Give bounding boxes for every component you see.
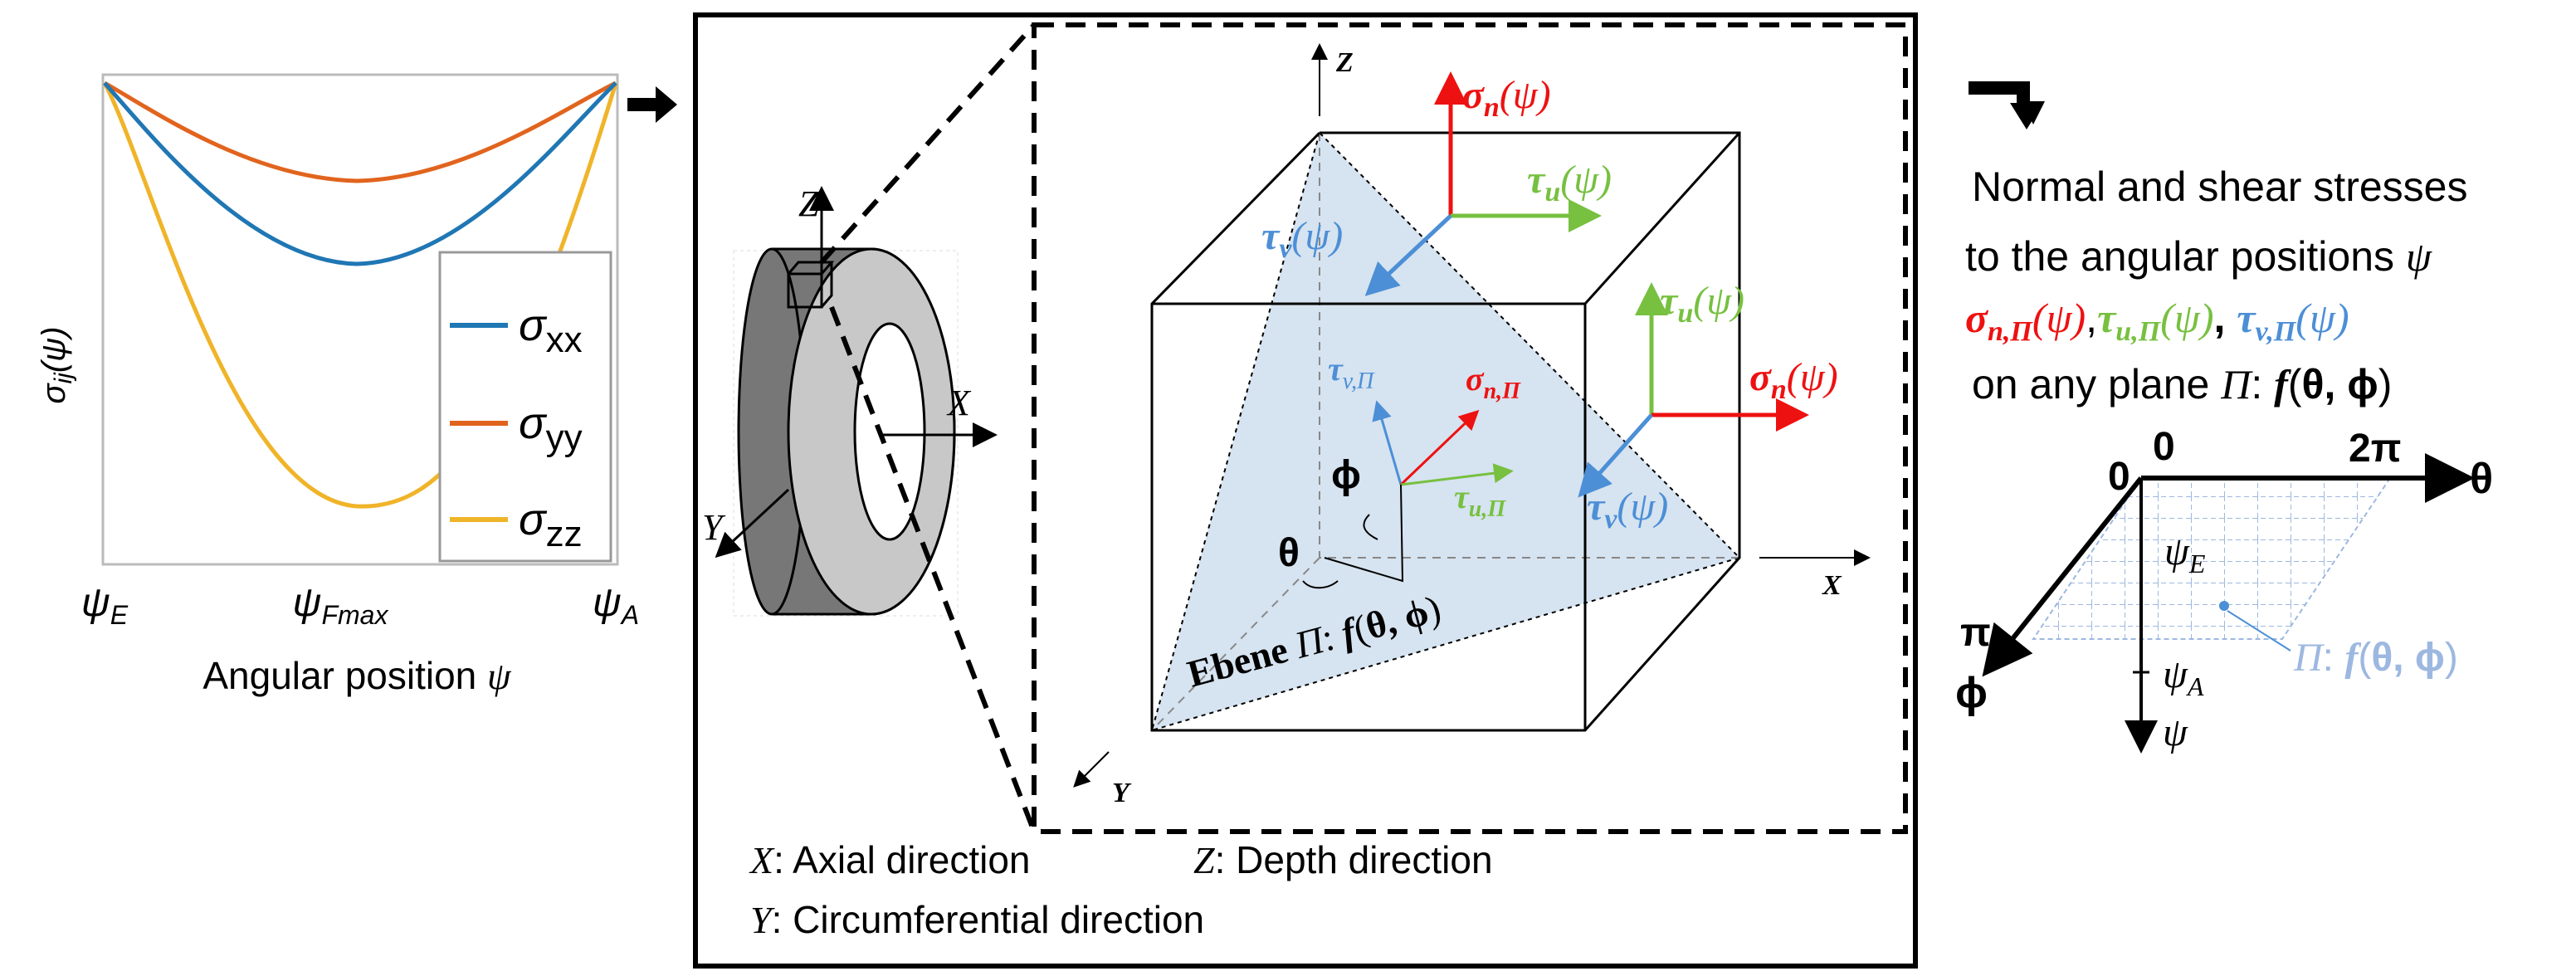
theta-axis-label: θ [2470, 455, 2493, 503]
sigma-n-top-label: σn(ψ) [1462, 73, 1551, 123]
cutting-plane [1150, 131, 1741, 732]
tau-v-plane-label: τv,Π [1328, 350, 1375, 394]
cube-diagram: Z X Y σn(ψ) τu(ψ) τv(ψ) τu(ψ) σn(ψ) τv(ψ… [1073, 43, 1871, 808]
sigma-n-plane-arrow [1399, 409, 1480, 486]
ring-axis-x-label: X [946, 383, 972, 423]
ring-axis-y-label: Y [702, 507, 726, 548]
tau-u-plane-arrow [1400, 463, 1514, 486]
sigma-n-side-label: σn(ψ) [1749, 355, 1838, 405]
angle-grid [2032, 477, 2392, 640]
right-arrow-icon [627, 86, 677, 123]
plane-point-leader [2227, 610, 2291, 651]
origin-zero-top: 0 [2153, 425, 2175, 469]
chart-ylabel: σij(ψ) [36, 326, 77, 403]
right-line-4: on any plane Π: f(θ, ϕ) [1972, 361, 2392, 407]
tau-v-side-label: τv(ψ) [1587, 485, 1668, 534]
plane-point-icon [2219, 601, 2229, 611]
pi-label: π [1960, 611, 1991, 655]
tau-v-side-arrow [1578, 413, 1653, 498]
angle-plane-label: Π: f(θ, ϕ) [2293, 636, 2458, 680]
xtick-psi-a: ψA [593, 581, 639, 630]
right-line-1: Normal and shear stresses [1972, 163, 2467, 210]
tau-v-top-arrow [1364, 214, 1452, 296]
ring-axis-y-arrow [715, 488, 790, 559]
phi-axis-arrow [1982, 476, 2144, 677]
chart-legend-box [438, 251, 612, 563]
two-pi-label: 2π [2349, 427, 2401, 471]
cube-axis-y-label: Y [1112, 778, 1132, 808]
ring-axis-z-label: Z [798, 183, 819, 224]
tau-v-plane-arrow [1372, 400, 1403, 486]
tau-u-top-label: τu(ψ) [1527, 158, 1612, 207]
cube-axis-x-label: X [1822, 570, 1842, 601]
cube-axis-z-label: Z [1335, 47, 1354, 78]
theta-angle-label: θ [1278, 531, 1300, 575]
xtick-psi-e: ψE [81, 581, 129, 630]
right-line-2: to the angular positions ψ [1965, 233, 2432, 280]
ring-illustration: Z X Y [702, 183, 998, 617]
psi-axis-label: ψ [2163, 710, 2188, 754]
phi-axis-label: ϕ [1955, 669, 1988, 717]
tau-u-plane-label: τu,Π [1454, 478, 1506, 522]
curve-sigma-xx [103, 81, 617, 266]
tau-v-top-label: τv(ψ) [1261, 214, 1343, 264]
cube-axis-y-arrow [1073, 751, 1110, 788]
middle-panel-frame [693, 12, 1918, 969]
zoom-line-top [819, 22, 1037, 265]
chart-xlabel: Angular position ψ [202, 654, 512, 697]
tau-u-side-label: τu(ψ) [1660, 279, 1744, 329]
stress-chart: σxx σyy σzz σij(ψ) ψE ψFmax ψA Angular p… [36, 73, 639, 697]
origin-zero-left: 0 [2108, 455, 2130, 499]
circumferential-direction-text: Y: Circumferential direction [750, 898, 1204, 941]
zoom-frame [1032, 22, 1908, 834]
sigma-n-plane-label: σn,Π [1466, 360, 1521, 404]
angle-space-diagram: 0 0 2π θ π ϕ ψE ψA ψ Π: f(θ, ϕ) [1955, 425, 2493, 754]
phi-angle-label: ϕ [1331, 453, 1361, 497]
right-stress-list: σn,Π(ψ),τu,Π(ψ), τv,Π(ψ) [1965, 295, 2349, 347]
curve-sigma-yy [103, 81, 617, 183]
xtick-psi-fmax: ψFmax [293, 581, 389, 630]
psi-a-label: ψA [2163, 652, 2204, 701]
axial-direction-text: X: Axial direction [749, 838, 1031, 881]
depth-direction-text: Z: Depth direction [1193, 838, 1493, 881]
